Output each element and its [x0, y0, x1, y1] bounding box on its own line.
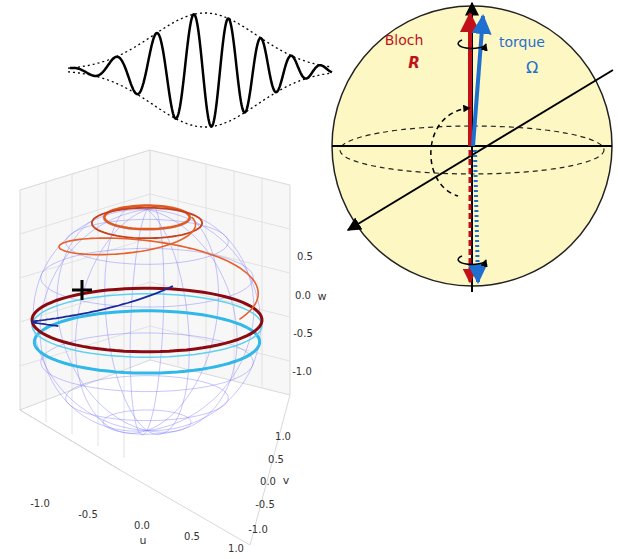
equator-trajectory	[32, 288, 262, 352]
wave-packet	[68, 13, 332, 127]
tick-label: v	[283, 475, 290, 486]
parallel	[103, 410, 191, 434]
trajectory	[32, 294, 262, 357]
tick-label: 0.5	[297, 252, 313, 262]
envelope	[68, 72, 332, 127]
plus-marker	[72, 280, 92, 300]
trajectory	[32, 286, 173, 326]
tick-label: u	[140, 535, 147, 546]
grid-lines	[20, 157, 290, 458]
bloch-circle	[332, 3, 613, 292]
tick-label: 0.5	[268, 455, 284, 465]
meridian	[76, 210, 148, 434]
tick-label: 0.0	[134, 521, 150, 531]
arrow-label: Bloch	[385, 33, 424, 47]
trajectory	[59, 217, 258, 319]
axis-pane	[20, 150, 290, 545]
tick-label: 1.0	[275, 432, 291, 442]
meridian	[33, 210, 147, 431]
vector-symbol: R	[408, 56, 420, 71]
parallel	[103, 206, 191, 230]
tick-label: -0.5	[293, 329, 313, 339]
parallel	[66, 219, 228, 264]
tick-label: 0.0	[260, 477, 276, 487]
tick-label: -1.0	[248, 525, 268, 535]
tick-label: -0.5	[78, 510, 98, 520]
trajectory	[92, 208, 202, 238]
arrow-label: torque	[499, 35, 545, 49]
meridian	[130, 210, 147, 435]
parallel	[41, 333, 253, 392]
meridian	[40, 210, 147, 432]
trajectory	[104, 206, 189, 230]
tick-label: -1.0	[30, 499, 50, 509]
meridian	[147, 207, 219, 431]
tick-label: 0.5	[184, 532, 200, 542]
parallel	[66, 376, 228, 421]
vector-symbol: Ω	[526, 60, 538, 76]
tick-label: w	[318, 291, 327, 302]
tick-label: -1.0	[292, 367, 312, 377]
bloch-sphere-plot	[32, 205, 262, 435]
tick-label: -0.5	[255, 500, 275, 510]
parallel	[41, 248, 253, 307]
tick-label: 1.0	[228, 544, 244, 554]
tick-label: 0.0	[295, 291, 311, 301]
oscillation	[70, 14, 332, 126]
